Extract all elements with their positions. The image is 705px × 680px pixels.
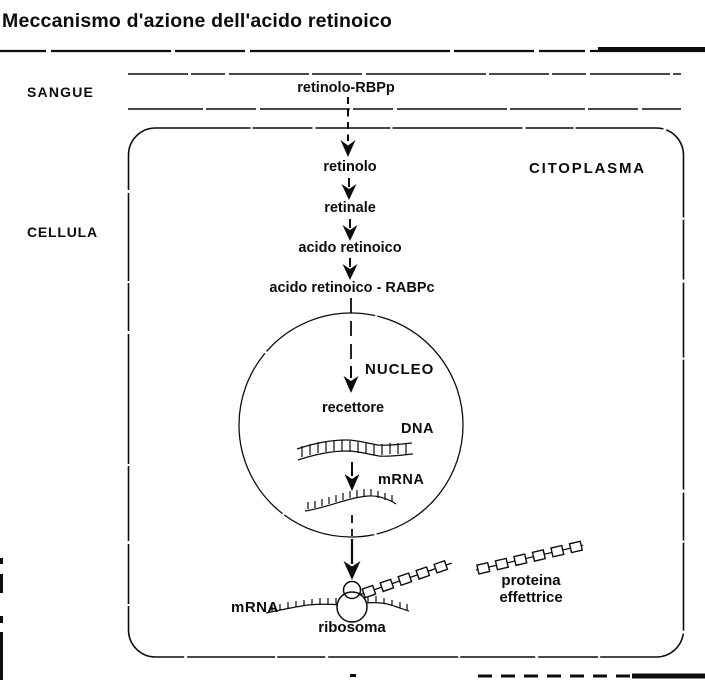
effector-protein-chain-icon — [475, 540, 584, 575]
pathway-step-retinolo: retinolo — [323, 159, 377, 175]
ribosome-icon — [336, 580, 368, 623]
receptor-label: recettore — [321, 400, 385, 416]
retinol-rbpp-complex-label: retinolo-RBPp — [297, 80, 395, 96]
effector-protein-label-line2: effettrice — [499, 589, 563, 606]
cytoplasmic-mrna-label: mRNA — [231, 599, 279, 616]
protein-chain-icon — [358, 559, 452, 599]
cell-compartment-label: CELLULA — [27, 224, 98, 240]
page-title: Meccanismo d'azione dell'acido retinoico — [2, 10, 393, 32]
pathway-step-acido-retinoico: acido retinoico — [298, 240, 402, 256]
cytoplasm-label: CITOPLASMA — [529, 160, 646, 177]
arrow-nucleus-to-ribosome-icon — [343, 515, 361, 580]
ribosome-mrna-icon — [265, 596, 410, 614]
dna-label: DNA — [401, 421, 434, 437]
arrow-dna-to-mrna-icon — [344, 462, 360, 491]
title-separator-line — [0, 47, 705, 53]
scan-artifact-marks — [0, 558, 705, 680]
arrow-retinale-to-acido-icon — [342, 219, 358, 241]
nuclear-mrna-label: mRNA — [378, 472, 425, 488]
arrow-acido-to-rabpc-icon — [342, 258, 358, 280]
ribosome-label: ribosoma — [318, 619, 386, 636]
arrow-rabpc-to-nucleus-icon — [343, 298, 359, 393]
effector-protein-label-line1: proteina — [501, 572, 561, 589]
nucleus-label: NUCLEO — [365, 361, 435, 378]
pathway-step-retinale: retinale — [324, 200, 376, 216]
arrow-blood-to-retinolo-icon — [340, 97, 356, 157]
dna-icon — [296, 439, 414, 461]
blood-channel-lines — [128, 73, 681, 110]
arrow-retinolo-to-retinale-icon — [341, 178, 357, 200]
mrna-strand-icon — [304, 489, 397, 512]
cell-membrane — [127, 127, 685, 658]
pathway-step-acido-rabpc: acido retinoico - RABPc — [269, 280, 435, 296]
blood-compartment-label: SANGUE — [27, 84, 95, 100]
